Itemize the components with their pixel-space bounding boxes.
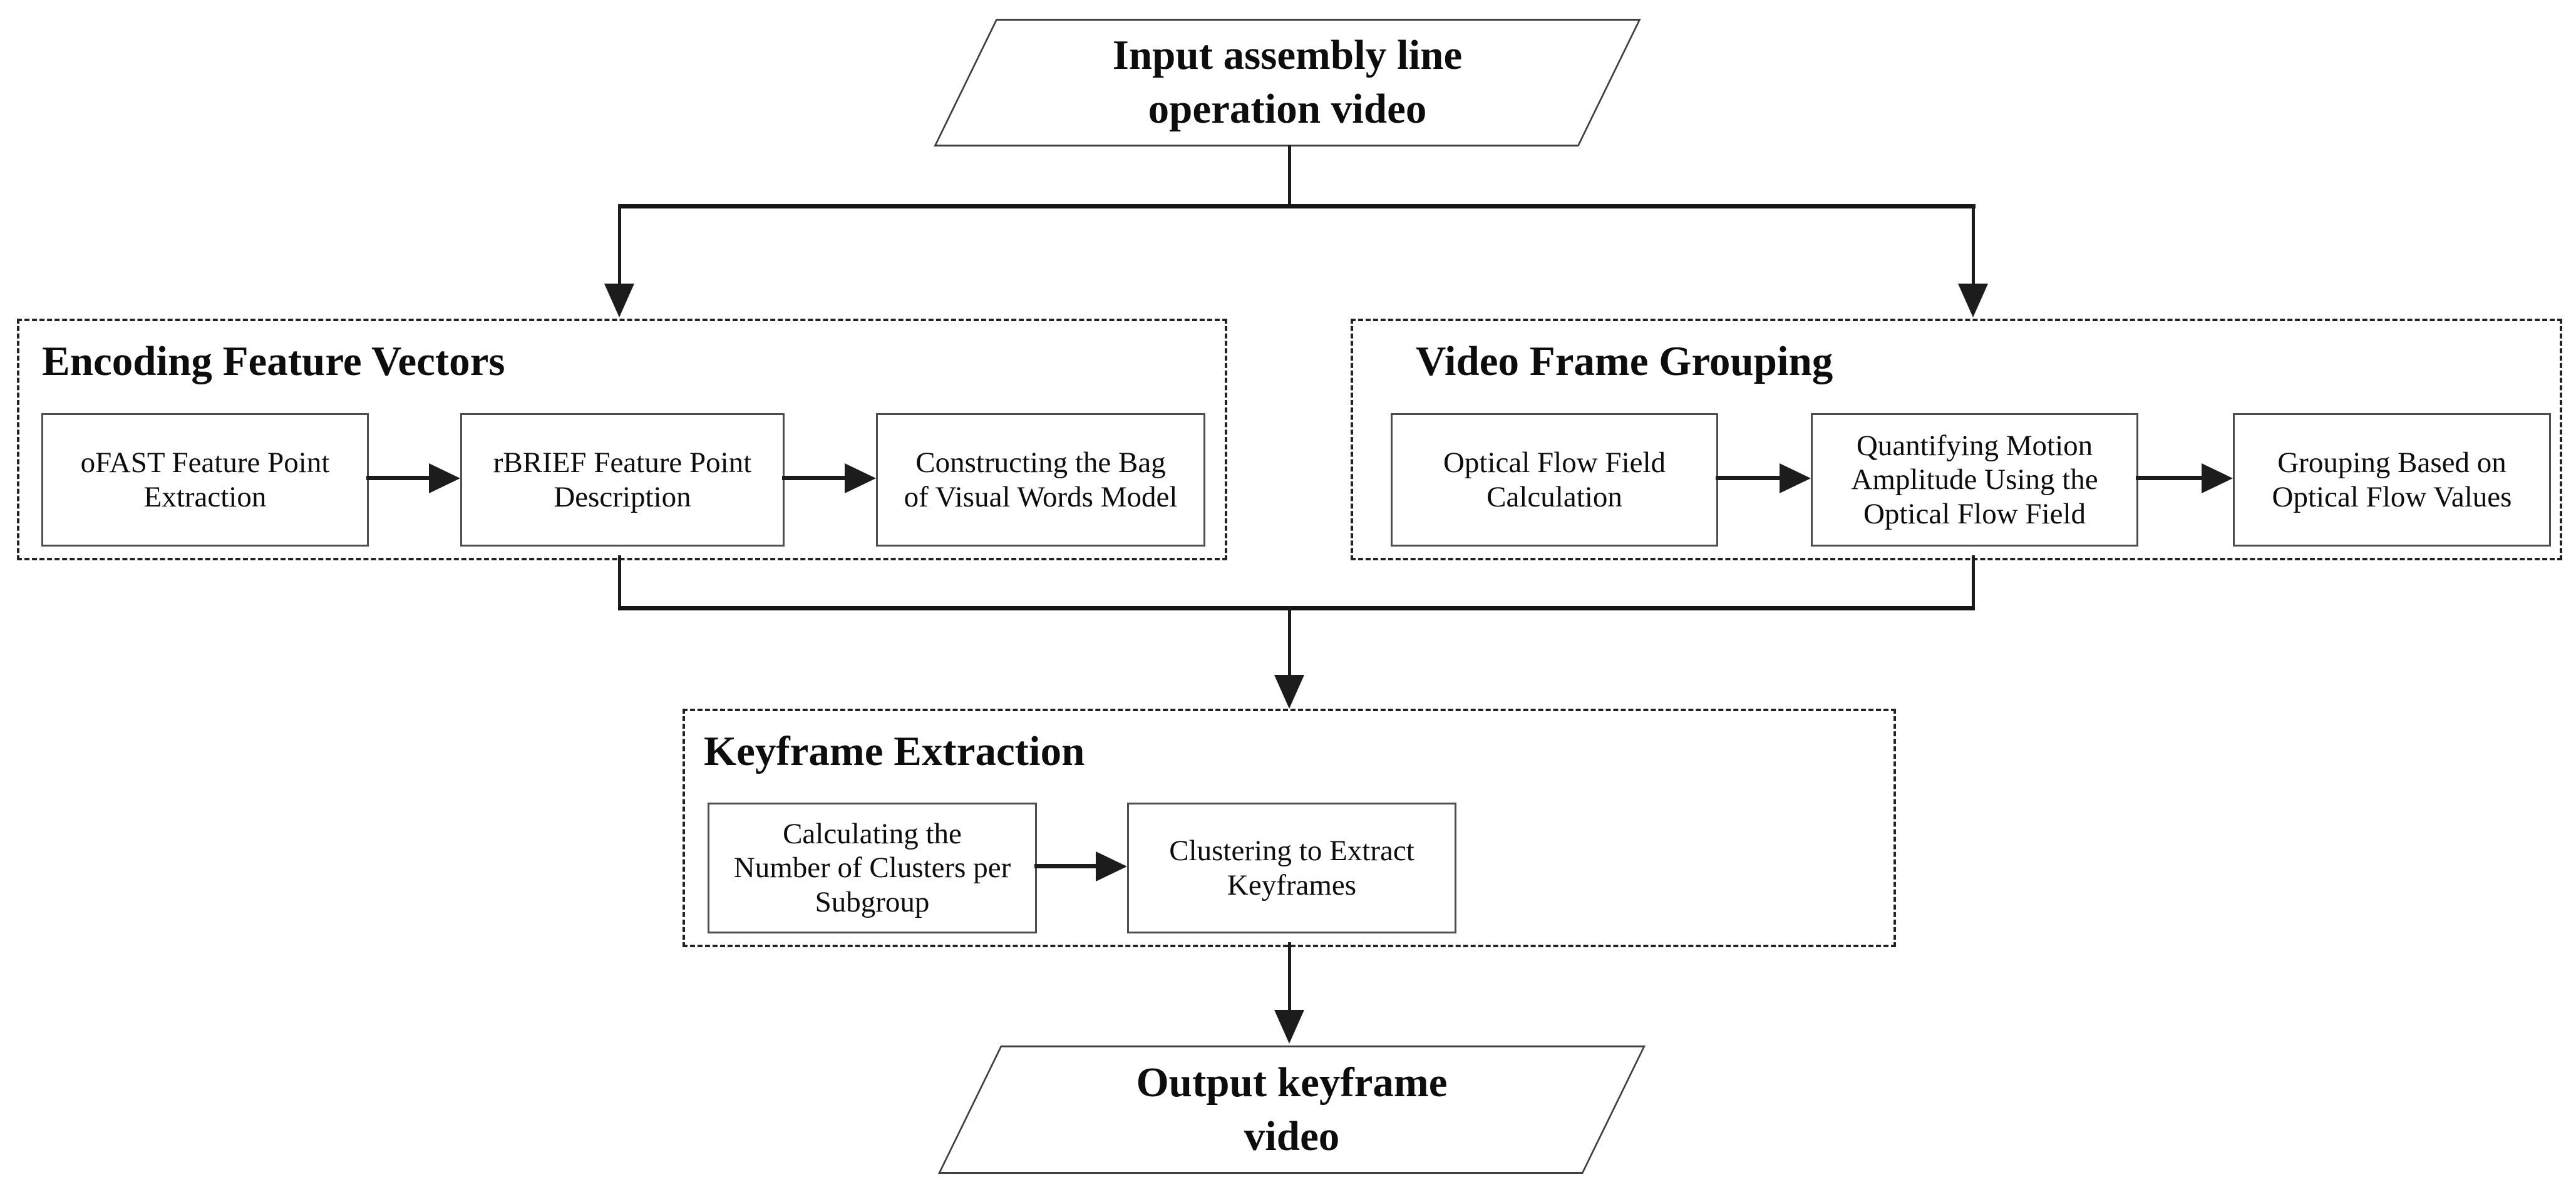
arrowhead-into-grouping-group [1958,284,1988,317]
step-optical-flow-field-calculation: Optical Flow Field Calculation [1391,413,1718,547]
arrow-amplitude-to-groupflow-head [2202,463,2233,493]
group-title-encoding: Encoding Feature Vectors [42,338,505,384]
arrow-rbrief-to-bovw-shaft [782,476,845,480]
connector-branch-right-drop [1972,204,1975,285]
connector-output-stem [1288,942,1291,1012]
arrow-clusters-to-clustering-shaft [1034,864,1096,868]
arrowhead-into-keyframe-group [1274,675,1304,709]
step-bag-of-visual-words-model: Constructing the Bag of Visual Words Mod… [876,413,1205,547]
arrow-optflow-to-amplitude-head [1780,463,1811,493]
connector-branch-left-drop [618,204,621,285]
connector-encoding-merge-stub [618,555,621,610]
connector-merge-stem [1288,606,1291,679]
arrowhead-into-encoding-group [604,284,634,317]
connector-branch-line [618,204,1976,208]
arrow-ofast-to-rbrief-shaft [366,476,430,480]
step-rbrief-feature-point-description: rBRIEF Feature Point Description [460,413,785,547]
input-video-node: Input assembly line operation video [934,19,1641,146]
arrowhead-into-output-node [1274,1010,1304,1044]
output-video-label: Output keyframe video [1136,1059,1448,1159]
step-ofast-feature-point-extraction: oFAST Feature Point Extraction [41,413,369,547]
step-calculating-clusters-per-subgroup: Calculating the Number of Clusters per S… [708,803,1037,933]
step-grouping-based-on-optical-flow: Grouping Based on Optical Flow Values [2233,413,2551,547]
output-video-node: Output keyframe video [938,1046,1646,1174]
arrow-ofast-to-rbrief-head [429,463,460,493]
input-video-label: Input assembly line operation video [1112,32,1463,132]
connector-merge-line [618,606,1975,610]
arrow-rbrief-to-bovw-head [845,463,876,493]
arrow-optflow-to-amplitude-shaft [1716,476,1780,480]
arrow-amplitude-to-groupflow-shaft [2136,476,2202,480]
connector-input-stem [1288,145,1291,207]
step-quantifying-motion-amplitude: Quantifying Motion Amplitude Using the O… [1811,413,2138,547]
group-title-keyframe: Keyframe Extraction [704,728,1085,774]
arrow-clusters-to-clustering-head [1096,851,1127,881]
connector-grouping-merge-stub [1972,555,1975,610]
group-title-grouping: Video Frame Grouping [1416,338,1833,384]
step-clustering-to-extract-keyframes: Clustering to Extract Keyframes [1127,803,1456,933]
